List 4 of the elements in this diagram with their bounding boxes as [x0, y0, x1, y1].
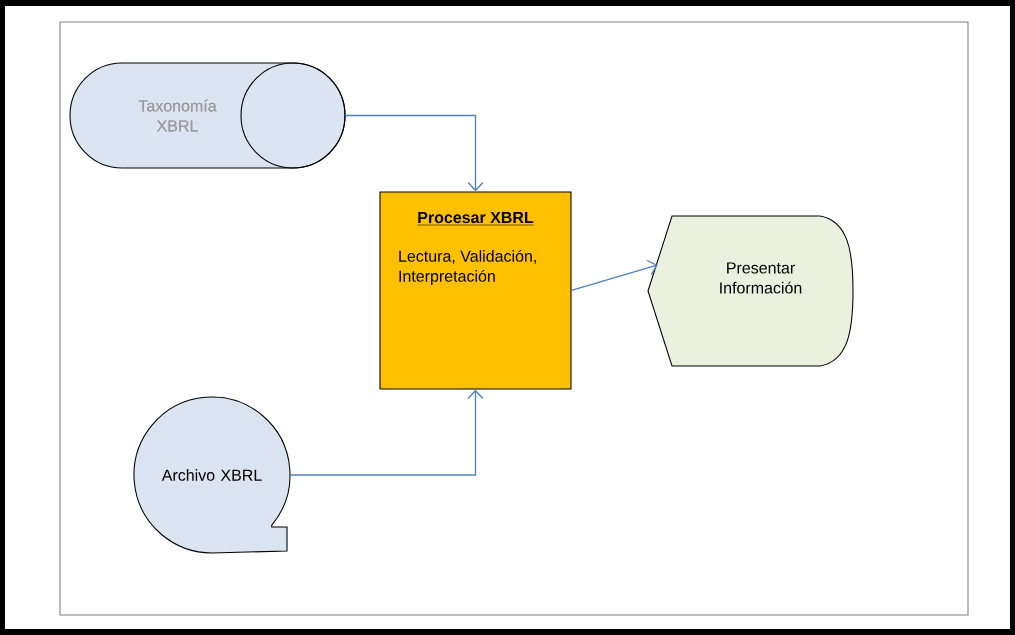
process-box: Procesar XBRL Lectura, Validación, Interpretación	[379, 191, 572, 390]
arrow	[344, 114, 484, 192]
arrow	[570, 259, 658, 292]
arrow	[289, 389, 484, 476]
